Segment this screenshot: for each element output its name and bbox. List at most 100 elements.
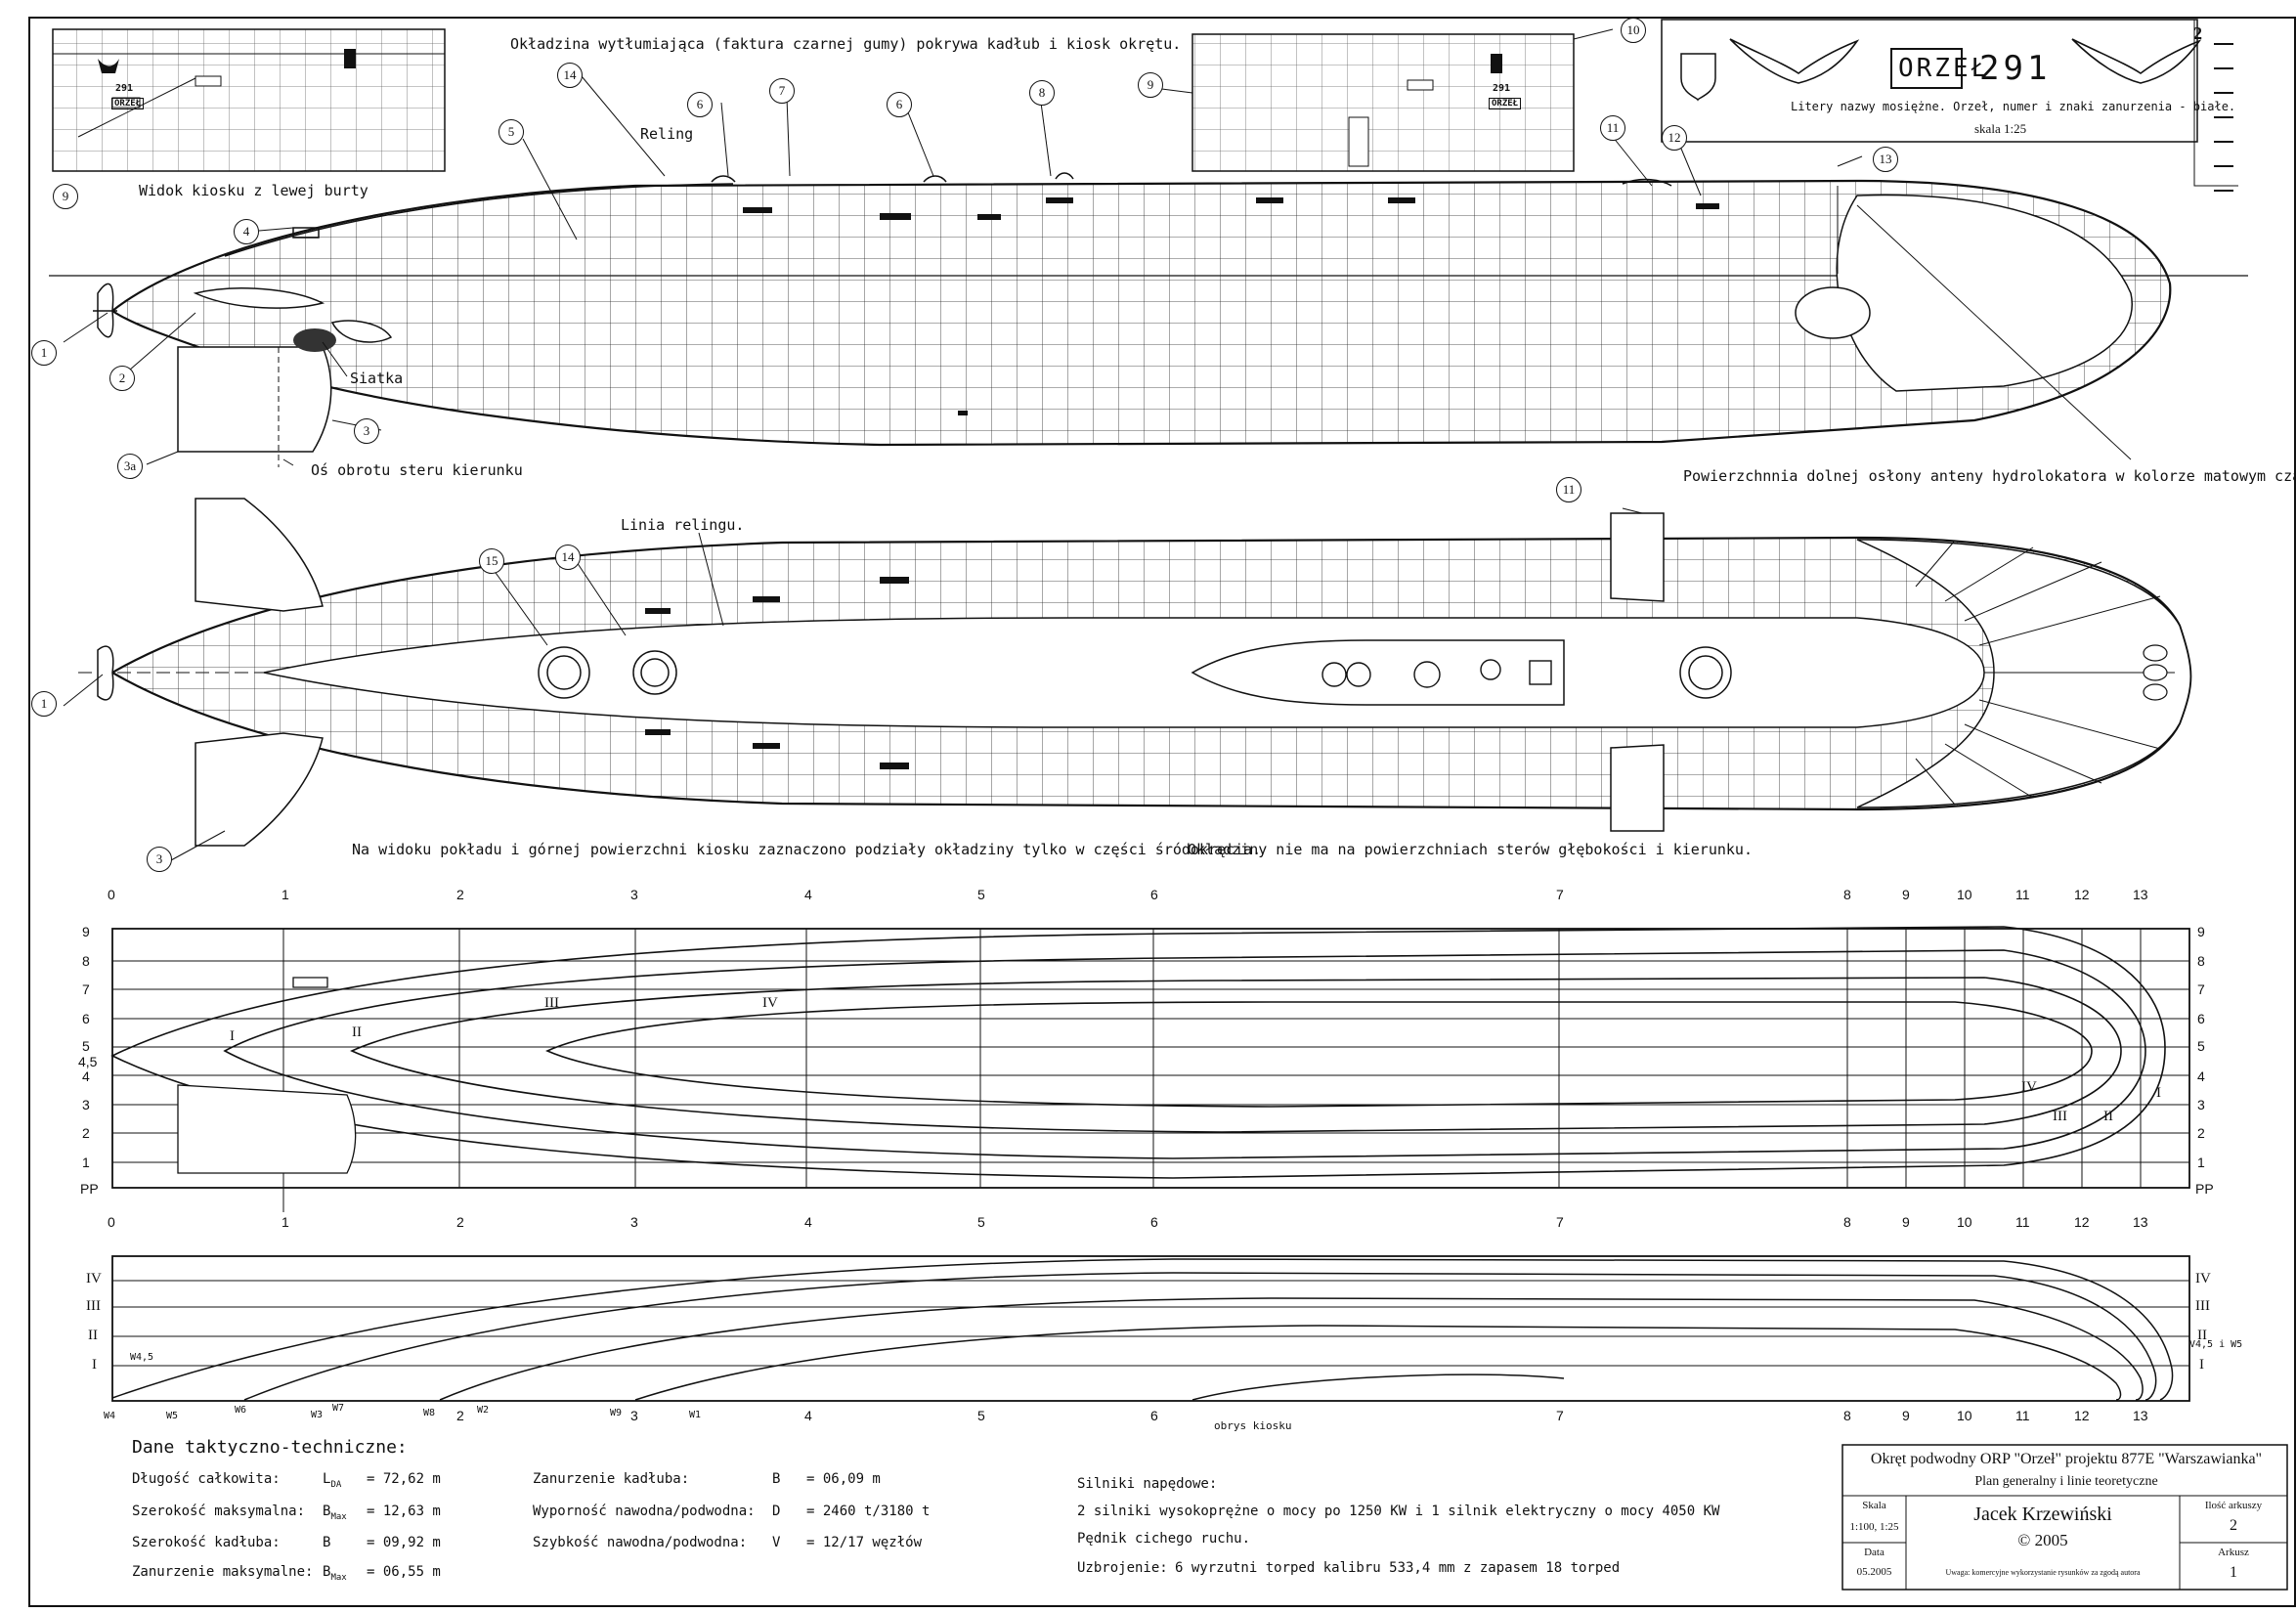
curve-label-iv-r: IV — [2021, 1079, 2037, 1095]
callout-3a: 3a — [117, 454, 143, 479]
callout-11b: 11 — [1556, 477, 1581, 502]
w4-label: W4 — [104, 1411, 116, 1421]
station-bot-3: 3 — [630, 1408, 638, 1423]
spec-maxwidth-sym: BMax — [323, 1504, 347, 1522]
kiosk-outline-label: obrys kiosku — [1214, 1419, 1292, 1432]
lines-plan — [110, 926, 2190, 1212]
specs-heading: Dane taktyczno-techniczne: — [132, 1437, 408, 1458]
station-top-13: 13 — [2133, 887, 2148, 902]
callout-6b: 6 — [887, 92, 912, 117]
station-bot-11: 11 — [2015, 1408, 2030, 1423]
w8-label: W8 — [423, 1408, 436, 1418]
wl-left-4: 4 — [82, 1068, 90, 1084]
callout-12: 12 — [1662, 125, 1687, 151]
title-block-frame — [1841, 1444, 2288, 1591]
wl-left-3: 3 — [82, 1097, 90, 1112]
kiosk-right-plate: ORZEŁ — [1489, 98, 1522, 109]
rail-line-label: Linia relingu. — [621, 516, 745, 534]
w9-label: W9 — [610, 1408, 623, 1418]
title-block-title: Okręt podwodny ORP "Orzeł" projektu 877E… — [1870, 1451, 2263, 1467]
callout-14b: 14 — [555, 545, 581, 570]
buttock-right-i: I — [2199, 1357, 2204, 1373]
w45-label: W4,5 — [130, 1352, 154, 1363]
wl-left-7: 7 — [82, 981, 90, 997]
station-bot-2: 2 — [456, 1408, 464, 1423]
station-bot-5: 5 — [977, 1408, 985, 1423]
station-top-4: 4 — [804, 887, 812, 902]
spec-hullwidth-sym: B — [323, 1535, 331, 1550]
station-mid-3: 3 — [630, 1214, 638, 1230]
spec-displacement-label: Wyporność nawodna/podwodna: — [533, 1504, 756, 1519]
spec-hulldraft-label: Zanurzenie kadłuba: — [533, 1471, 690, 1487]
crest-icon — [1680, 53, 1716, 102]
plan-view — [78, 498, 2192, 847]
station-bot-12: 12 — [2074, 1408, 2090, 1423]
sheets-heading: Ilość arkuszy — [2204, 1500, 2263, 1511]
eagle-left-icon — [1729, 38, 1860, 84]
station-mid-2: 2 — [456, 1214, 464, 1230]
station-mid-1: 1 — [282, 1214, 289, 1230]
station-bot-10: 10 — [1957, 1408, 1972, 1423]
author: Jacek Krzewiński — [1973, 1504, 2112, 1525]
spec-displacement-sym: D — [772, 1504, 781, 1519]
armament-text: 6 wyrzutni torped kalibru 533,4 mm z zap… — [1175, 1560, 1621, 1576]
wl-left-pp: PP — [80, 1181, 99, 1197]
callout-9b: 9 — [1138, 72, 1163, 98]
station-mid-8: 8 — [1843, 1214, 1851, 1230]
spec-speed-val: = 12/17 węzłów — [806, 1535, 923, 1550]
date-value: 05.2005 — [1856, 1566, 1892, 1578]
wl-left-8: 8 — [82, 953, 90, 969]
usage-note: Uwaga: komercyjne wykorzystanie rysunków… — [1945, 1568, 2141, 1577]
wl-left-9: 9 — [82, 924, 90, 939]
station-top-2: 2 — [456, 887, 464, 902]
station-mid-4: 4 — [804, 1214, 812, 1230]
station-top-7: 7 — [1556, 887, 1564, 902]
wl-right-8: 8 — [2197, 953, 2205, 969]
station-top-8: 8 — [1843, 887, 1851, 902]
w5-label: W5 — [166, 1411, 179, 1421]
scale-heading: Skala — [1862, 1500, 1886, 1511]
w2-label: W2 — [477, 1405, 490, 1416]
spec-maxdraft-sym: BMax — [323, 1564, 347, 1583]
wl-right-1: 1 — [2197, 1155, 2205, 1170]
engines-heading: Silniki napędowe: — [1077, 1476, 1218, 1492]
curve-label-ii: II — [352, 1024, 362, 1040]
lines-buttocks — [111, 1255, 2190, 1402]
station-bot-13: 13 — [2133, 1408, 2148, 1423]
emblem-scale: skala 1:25 — [1974, 121, 2027, 136]
wl-left-5: 5 — [82, 1038, 90, 1054]
station-top-1: 1 — [282, 887, 289, 902]
callout-11a: 11 — [1600, 115, 1625, 141]
copyright: © 2005 — [2017, 1531, 2068, 1549]
wl-left-2: 2 — [82, 1125, 90, 1141]
station-top-10: 10 — [1957, 887, 1972, 902]
buttock-left-i: I — [92, 1357, 97, 1373]
deck-note: Na widoku pokładu i górnej powierzchni k… — [352, 841, 1262, 858]
spec-hulldraft-sym: B — [772, 1471, 781, 1487]
wl-right-7: 7 — [2197, 981, 2205, 997]
curve-label-i: I — [230, 1028, 235, 1044]
wl-left-1: 1 — [82, 1155, 90, 1170]
spec-hullwidth-label: Szerokość kadłuba: — [132, 1535, 281, 1550]
sheet-border — [28, 17, 2296, 1607]
station-bot-9: 9 — [1902, 1408, 1910, 1423]
callout-10: 10 — [1621, 18, 1646, 43]
draft-mark-label: 2 — [2193, 23, 2202, 43]
side-view — [49, 172, 2248, 467]
callout-9a: 9 — [53, 184, 78, 209]
callout-3-plan: 3 — [147, 847, 172, 872]
station-mid-11: 11 — [2015, 1214, 2030, 1230]
sheet-heading: Arkusz — [2218, 1547, 2249, 1558]
engines-text: 2 silniki wysokoprężne o mocy po 1250 KW… — [1077, 1504, 1720, 1519]
callout-5: 5 — [498, 119, 524, 145]
wl-right-3: 3 — [2197, 1097, 2205, 1112]
station-top-11: 11 — [2015, 887, 2030, 902]
siatka-label: Siatka — [350, 370, 404, 387]
station-top-6: 6 — [1150, 887, 1158, 902]
station-top-5: 5 — [977, 887, 985, 902]
sheets-value: 2 — [2230, 1517, 2237, 1534]
callout-3a-side: 3 — [354, 418, 379, 444]
callout-1b: 1 — [31, 691, 57, 717]
emblem-number: 291 — [1979, 49, 2052, 88]
